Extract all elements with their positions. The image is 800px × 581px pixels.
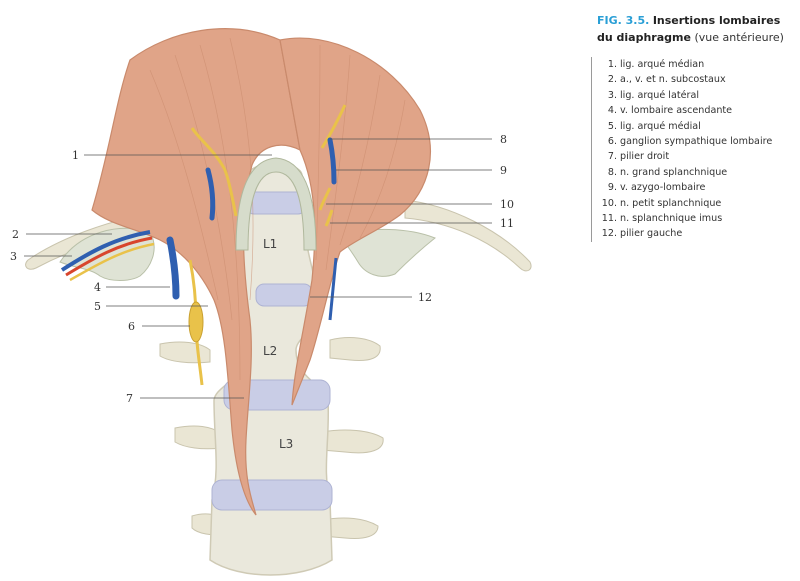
figure-subtitle: (vue antérieure): [694, 31, 784, 44]
subcostal-nerve: [69, 242, 155, 282]
splanchnic-nerve-right: [190, 127, 238, 217]
callout-4: 4: [94, 281, 101, 294]
figure-caption: FIG. 3.5. Insertions lombaires du diaphr…: [597, 12, 797, 46]
intervertebral-disc: [245, 191, 307, 215]
rib-left: [404, 199, 532, 272]
lesser-splanchnic-nerve-left: [318, 187, 332, 211]
sympathetic-trunk-left: [328, 257, 338, 321]
callout-1: 1: [72, 149, 79, 162]
callout-2: 2: [12, 228, 19, 241]
greater-splanchnic-nerve-left: [320, 104, 347, 149]
figure-title: FIG. 3.5. Insertions lombaires du diaphr…: [597, 12, 797, 46]
vertebra-label-l3: L3: [279, 437, 293, 451]
intervertebral-disc: [211, 479, 333, 511]
diaphragm-right-half: [91, 28, 301, 516]
azygos-lumbar-vein-left: [327, 137, 337, 185]
legend-item: 6.ganglion sympathique lombaire: [607, 136, 773, 148]
least-splanchnic-nerve-left: [324, 209, 334, 227]
callout-3: 3: [10, 250, 17, 263]
legend-item: 7.pilier droit: [607, 151, 670, 163]
legend-item: 3.lig. arqué latéral: [607, 89, 699, 101]
vertebra-label-l2: L2: [263, 344, 277, 358]
callout-8: 8: [500, 133, 507, 146]
legend-item: 12.pilier gauche: [601, 228, 683, 240]
lateral-arcuate-ligament-right: [59, 227, 155, 281]
median-arcuate-ligament: [235, 157, 317, 251]
legend-list: 1.lig. arqué médian 2.a., v. et n. subco…: [591, 57, 772, 242]
callout-9: 9: [500, 164, 507, 177]
azygos-vein-right: [205, 167, 216, 221]
intervertebral-disc: [255, 283, 313, 307]
callout-12: 12: [418, 291, 432, 304]
callout-5: 5: [94, 300, 101, 313]
legend-item: 1.lig. arqué médian: [607, 59, 705, 70]
figure-heading: Insertions lombaires du diaphragme: [597, 14, 781, 44]
callout-6: 6: [128, 320, 135, 333]
vertebra-label-l1: L1: [263, 237, 277, 251]
callout-numbers: 1 2 3 4 5 6 7 8 9 10 11 12: [10, 133, 514, 405]
callout-11: 11: [500, 217, 514, 230]
lateral-arcuate-ligament-left: [339, 229, 436, 277]
legend-item: 4.v. lombaire ascendante: [607, 105, 733, 117]
diaphragm-left-half: [279, 37, 431, 406]
legend-item: 11.n. splanchnique imus: [601, 213, 723, 225]
legend-item: 5.lig. arqué médial: [607, 120, 701, 132]
legend-item: 2.a., v. et n. subcostaux: [607, 74, 726, 86]
legend-item: 10.n. petit splanchnique: [601, 197, 722, 209]
legend-item: 9.v. azygo-lombaire: [607, 182, 706, 194]
transverse-process: [321, 517, 379, 539]
ascending-lumbar-vein: [166, 236, 180, 300]
lumbar-sympathetic-ganglion: [188, 301, 204, 343]
subcostal-vein: [60, 230, 151, 272]
figure-number: FIG. 3.5.: [597, 14, 650, 27]
legend-item: 8.n. grand splanchnique: [607, 166, 728, 178]
callout-7: 7: [126, 392, 133, 405]
subcostal-artery: [65, 236, 153, 277]
leader-lines: [24, 138, 492, 399]
transverse-process: [329, 337, 381, 361]
intervertebral-disc: [223, 379, 331, 411]
callout-10: 10: [500, 198, 514, 211]
transverse-process: [159, 341, 211, 364]
transverse-process: [321, 429, 384, 454]
